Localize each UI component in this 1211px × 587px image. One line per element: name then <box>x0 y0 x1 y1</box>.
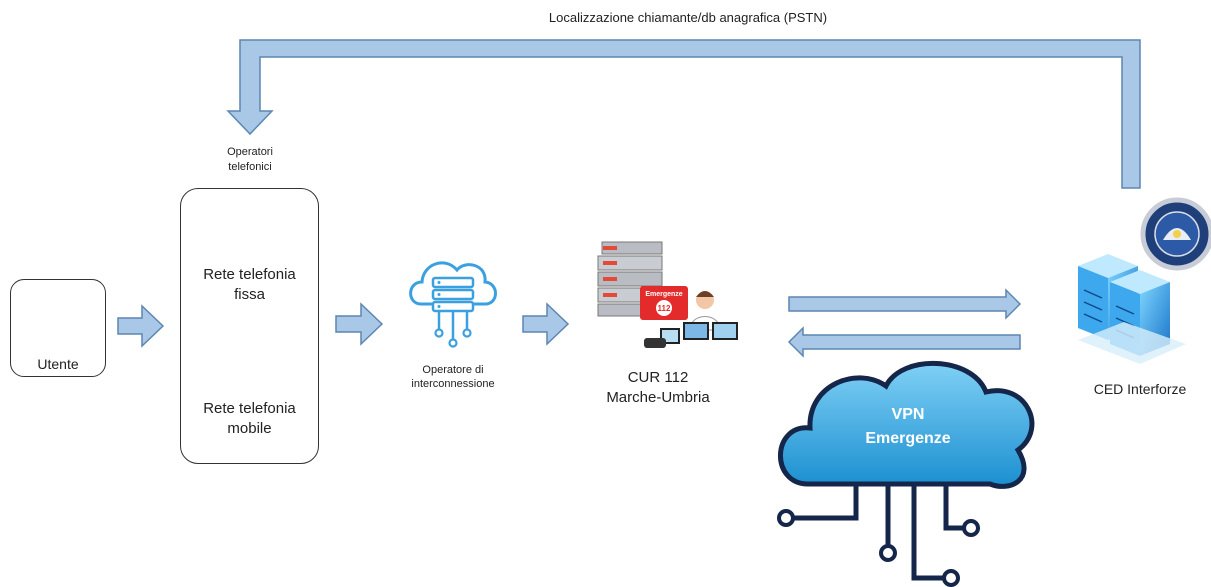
operators-heading-line1: Operatori <box>227 146 273 158</box>
isometric-servers-icon <box>1078 254 1186 364</box>
ministry-seal-logo <box>1140 197 1211 271</box>
mobile-network-label-line2: mobile <box>227 420 272 437</box>
pstn-feedback-arrow <box>226 39 1141 189</box>
emergency-sign-number: 112 <box>658 304 671 313</box>
fixed-network-label-line1: Rete telefonia <box>203 266 296 283</box>
user-box <box>10 279 106 377</box>
cloud-server-icon <box>409 261 497 348</box>
workstation-monitors-icon <box>644 322 738 348</box>
vpn-cloud: VPN Emergenze <box>777 360 1035 587</box>
interconnection-label-line2: interconnessione <box>411 378 495 390</box>
flow-arrow-operators-to-interconnection <box>335 302 384 346</box>
vpn-label-line2: Emergenze <box>865 430 950 447</box>
telephone-operators-box <box>180 188 319 464</box>
interconnection-label-line1: Operatore di <box>422 364 484 376</box>
emergency-sign-word: Emergenze <box>645 291 682 298</box>
operators-heading-line2: telefonici <box>228 161 272 173</box>
cur-label-line2: Marche-Umbria <box>606 389 710 406</box>
vpn-label-line1: VPN <box>892 406 925 423</box>
cur-label-line1: CUR 112 <box>627 369 689 386</box>
ced-label: CED Interforze <box>1093 381 1187 397</box>
emergency-center-icon: Emergenze 112 <box>597 241 738 348</box>
flow-arrow-interconnection-to-cur <box>522 302 570 346</box>
mobile-network-label-line1: Rete telefonia <box>203 400 296 417</box>
flow-arrow-cur-to-ced <box>788 288 1022 320</box>
user-label: Utente <box>37 356 79 372</box>
diagram-title: Localizzazione chiamante/db anagrafica (… <box>548 10 828 25</box>
fixed-network-label-line2: fissa <box>234 286 265 303</box>
flow-arrow-ced-to-cur <box>787 326 1021 358</box>
flow-arrow-user-to-operators <box>117 304 165 348</box>
emergency-sign: Emergenze 112 <box>640 286 688 320</box>
